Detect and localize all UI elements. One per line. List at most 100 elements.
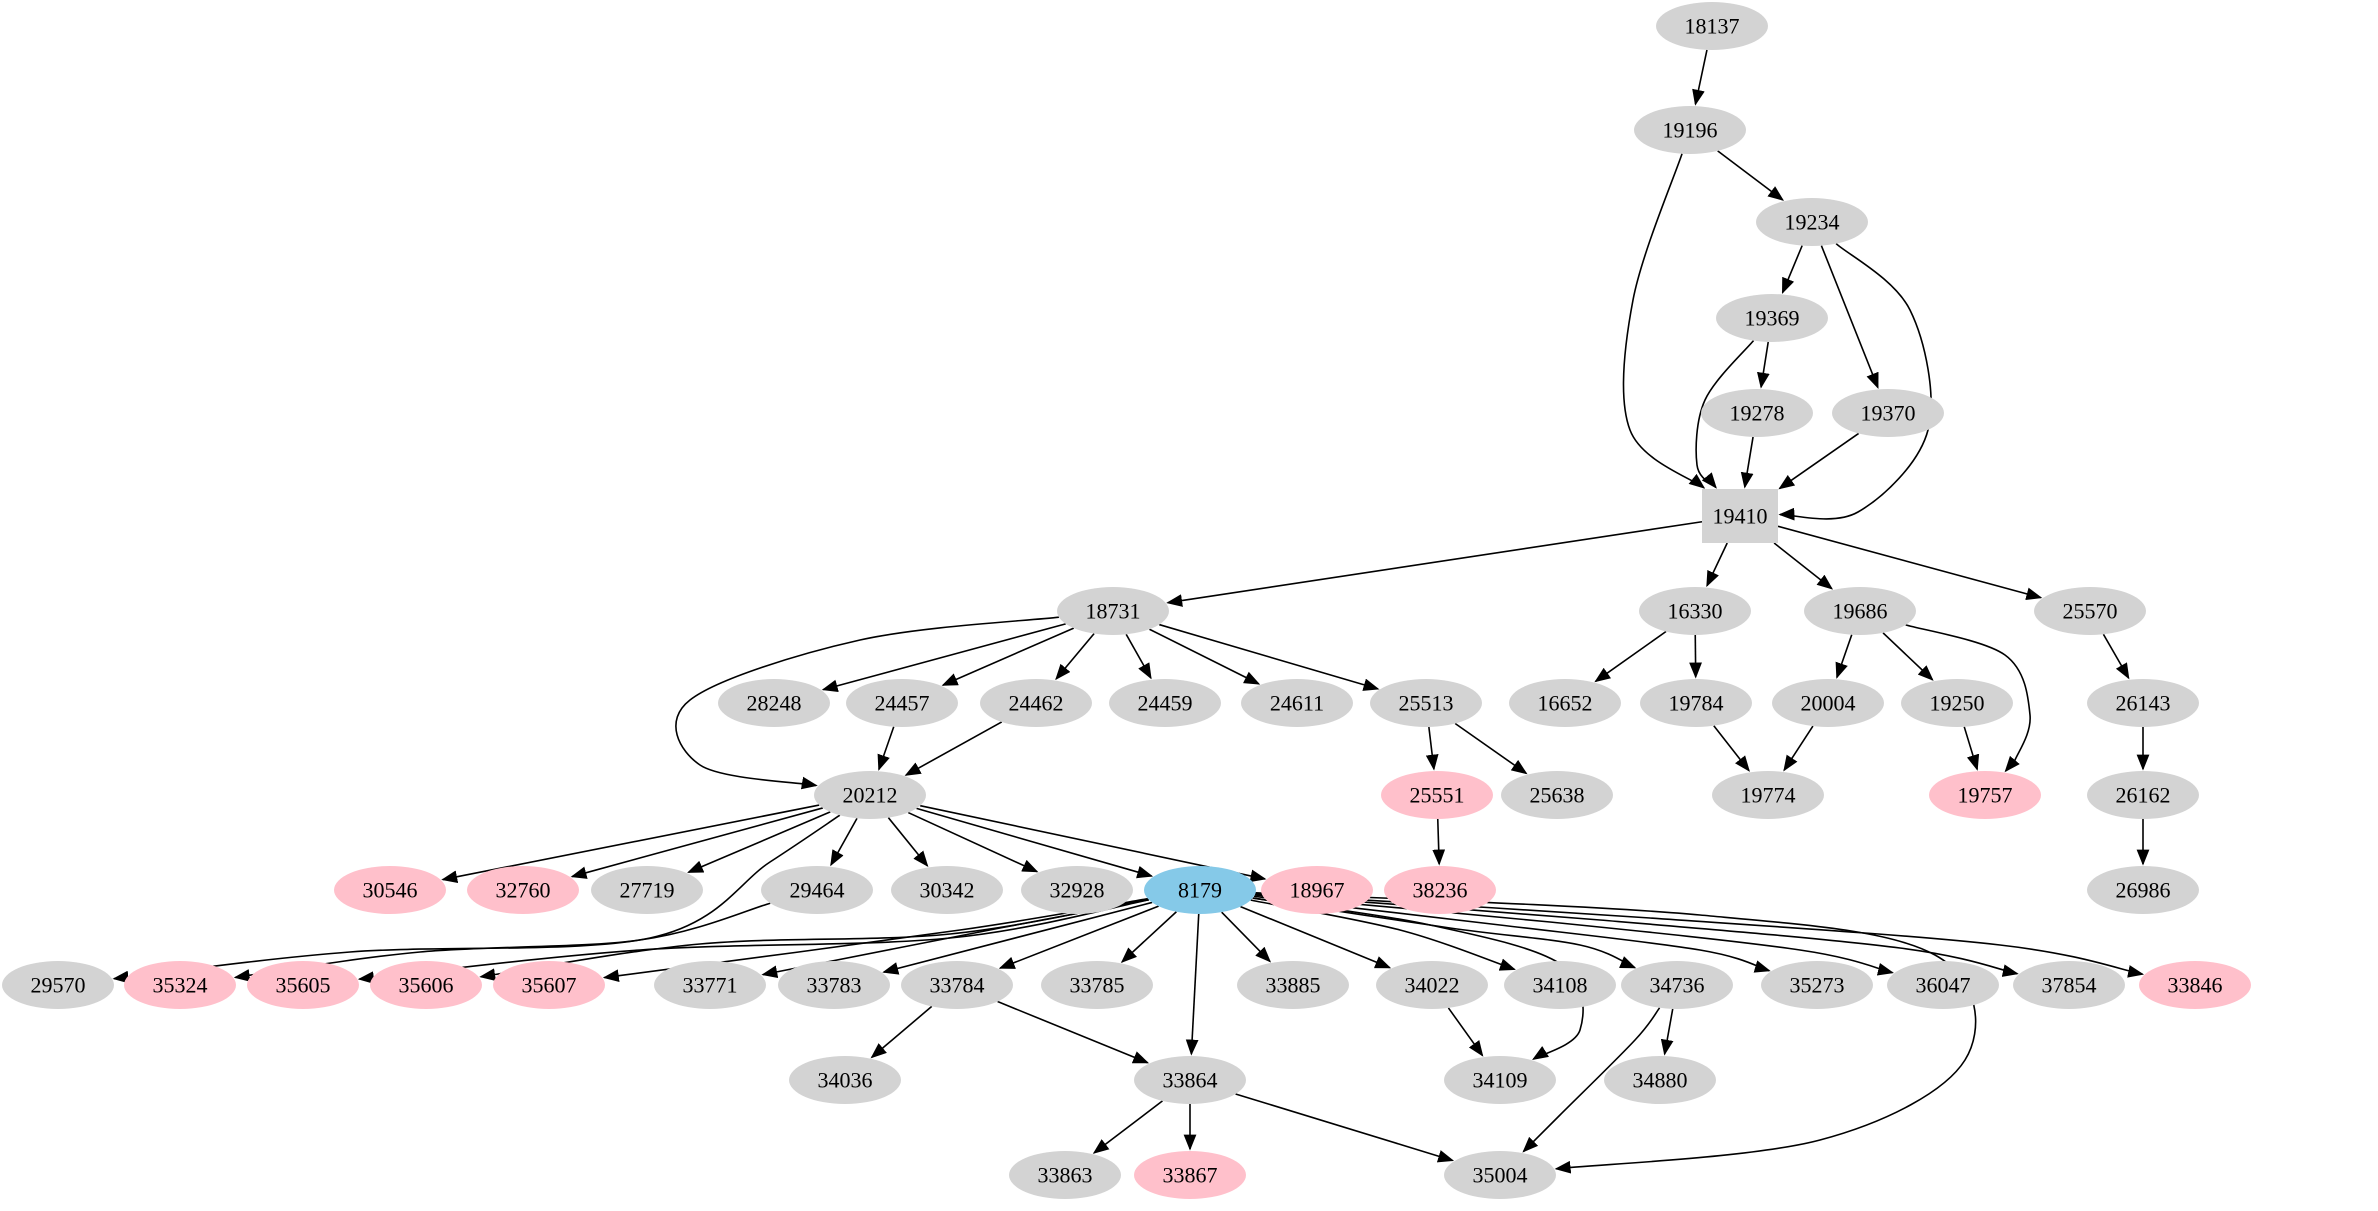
node-18137: 18137 bbox=[1656, 2, 1768, 50]
node-ellipse-30342 bbox=[891, 866, 1003, 914]
node-25513: 25513 bbox=[1370, 679, 1482, 727]
node-ellipse-29464 bbox=[761, 866, 873, 914]
node-35606: 35606 bbox=[370, 961, 482, 1009]
node-24611: 24611 bbox=[1241, 679, 1353, 727]
node-33867: 33867 bbox=[1134, 1151, 1246, 1199]
node-19757: 19757 bbox=[1929, 771, 2041, 819]
node-label-26162: 26162 bbox=[2116, 783, 2171, 808]
edge-19410-18731 bbox=[1166, 520, 1703, 607]
node-label-35606: 35606 bbox=[399, 973, 454, 998]
node-36047: 36047 bbox=[1887, 961, 1999, 1009]
edge-8179-35004 bbox=[1255, 891, 1977, 1174]
node-ellipse-33863 bbox=[1009, 1151, 1121, 1199]
node-ellipse-38236 bbox=[1384, 866, 1496, 914]
edge-34736-34880 bbox=[1660, 1008, 1674, 1056]
node-32760: 32760 bbox=[467, 866, 579, 914]
node-label-26986: 26986 bbox=[2116, 878, 2171, 903]
node-ellipse-20004 bbox=[1772, 679, 1884, 727]
node-ellipse-34036 bbox=[789, 1056, 901, 1104]
edge-25513-25638 bbox=[1454, 722, 1528, 775]
node-label-29464: 29464 bbox=[790, 878, 845, 903]
edge-18731-24457 bbox=[941, 627, 1075, 686]
edge-20212-27719 bbox=[687, 811, 831, 874]
edge-8179-33784 bbox=[998, 905, 1159, 969]
edge-8179-33785 bbox=[1120, 911, 1177, 963]
node-label-19234: 19234 bbox=[1785, 210, 1840, 235]
node-ellipse-37854 bbox=[2013, 961, 2125, 1009]
edge-8179-33846 bbox=[1255, 892, 2145, 978]
node-34022: 34022 bbox=[1376, 961, 1488, 1009]
node-ellipse-33864 bbox=[1134, 1056, 1246, 1104]
node-29570: 29570 bbox=[2, 961, 114, 1009]
node-label-18137: 18137 bbox=[1685, 14, 1740, 39]
node-label-34036: 34036 bbox=[818, 1068, 873, 1093]
edge-20212-30342 bbox=[887, 817, 929, 868]
node-label-33885: 33885 bbox=[1266, 973, 1321, 998]
node-ellipse-33785 bbox=[1041, 961, 1153, 1009]
node-33783: 33783 bbox=[778, 961, 890, 1009]
node-label-16652: 16652 bbox=[1538, 691, 1593, 716]
node-label-18967: 18967 bbox=[1290, 878, 1345, 903]
node-ellipse-30546 bbox=[334, 866, 446, 914]
edge-20212-32928 bbox=[907, 811, 1039, 873]
node-28248: 28248 bbox=[718, 679, 830, 727]
node-label-33846: 33846 bbox=[2168, 973, 2223, 998]
edge-19686-19250 bbox=[1882, 632, 1934, 681]
node-label-26143: 26143 bbox=[2116, 691, 2171, 716]
node-label-25570: 25570 bbox=[2063, 599, 2118, 624]
node-35605: 35605 bbox=[247, 961, 359, 1009]
edge-8179-33864 bbox=[1185, 913, 1200, 1056]
edge-18731-28248 bbox=[821, 623, 1066, 693]
node-label-24611: 24611 bbox=[1270, 691, 1324, 716]
node-label-32928: 32928 bbox=[1050, 878, 1105, 903]
node-ellipse-35004 bbox=[1444, 1151, 1556, 1199]
node-19196: 19196 bbox=[1634, 106, 1746, 154]
node-label-34108: 34108 bbox=[1533, 973, 1588, 998]
node-ellipse-34108 bbox=[1504, 961, 1616, 1009]
edge-33864-33863 bbox=[1092, 1100, 1163, 1154]
edge-19250-19757 bbox=[1963, 726, 1980, 771]
node-30546: 30546 bbox=[334, 866, 446, 914]
edge-19370-19410 bbox=[1778, 432, 1860, 490]
node-label-19278: 19278 bbox=[1730, 401, 1785, 426]
node-32928: 32928 bbox=[1021, 866, 1133, 914]
node-33784: 33784 bbox=[901, 961, 1013, 1009]
node-19410: 19410 bbox=[1702, 489, 1778, 543]
node-19774: 19774 bbox=[1712, 771, 1824, 819]
node-16330: 16330 bbox=[1639, 587, 1751, 635]
node-label-19774: 19774 bbox=[1741, 783, 1796, 808]
node-ellipse-18731 bbox=[1057, 587, 1169, 635]
node-label-27719: 27719 bbox=[620, 878, 675, 903]
node-ellipse-35607 bbox=[493, 961, 605, 1009]
node-label-36047: 36047 bbox=[1916, 973, 1971, 998]
node-35607: 35607 bbox=[493, 961, 605, 1009]
node-30342: 30342 bbox=[891, 866, 1003, 914]
node-label-29570: 29570 bbox=[31, 973, 86, 998]
edge-19234-19369 bbox=[1781, 245, 1803, 295]
node-ellipse-19278 bbox=[1701, 389, 1813, 437]
node-label-19784: 19784 bbox=[1669, 691, 1724, 716]
node-label-33867: 33867 bbox=[1163, 1163, 1218, 1188]
edge-19369-19410 bbox=[1695, 340, 1755, 489]
edge-18731-20212 bbox=[675, 616, 1059, 790]
node-ellipse-25513 bbox=[1370, 679, 1482, 727]
node-ellipse-24462 bbox=[980, 679, 1092, 727]
node-ellipse-32928 bbox=[1021, 866, 1133, 914]
node-25570: 25570 bbox=[2034, 587, 2146, 635]
node-label-16330: 16330 bbox=[1668, 599, 1723, 624]
node-label-28248: 28248 bbox=[747, 691, 802, 716]
node-35273: 35273 bbox=[1761, 961, 1873, 1009]
node-ellipse-25570 bbox=[2034, 587, 2146, 635]
edge-25513-25551 bbox=[1425, 726, 1439, 771]
node-ellipse-33885 bbox=[1237, 961, 1349, 1009]
edge-33784-33864 bbox=[997, 1000, 1150, 1064]
node-label-30546: 30546 bbox=[363, 878, 418, 903]
node-ellipse-19369 bbox=[1716, 294, 1828, 342]
node-20212: 20212 bbox=[814, 771, 926, 819]
node-26986: 26986 bbox=[2087, 866, 2199, 914]
node-ellipse-35273 bbox=[1761, 961, 1873, 1009]
node-ellipse-28248 bbox=[718, 679, 830, 727]
node-label-33864: 33864 bbox=[1163, 1068, 1218, 1093]
